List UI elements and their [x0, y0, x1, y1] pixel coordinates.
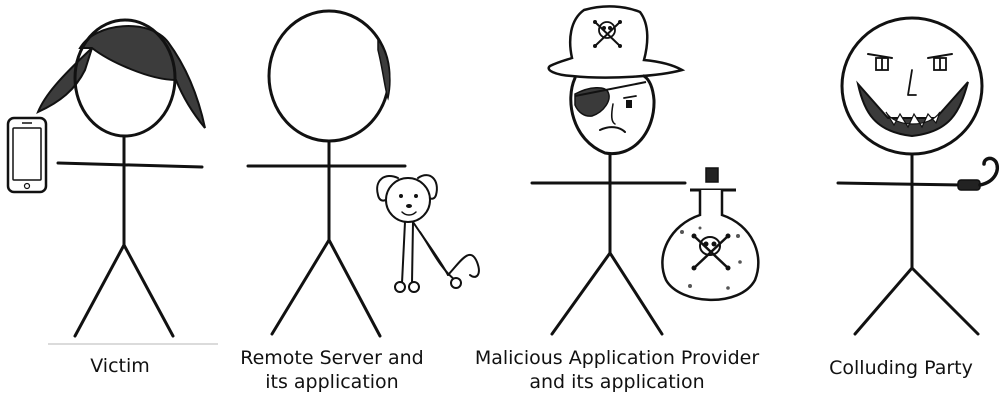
colluding-caption: Colluding Party — [829, 357, 973, 379]
provider-caption: Malicious Application Provider and its a… — [474, 347, 760, 393]
victim-caption: Victim — [90, 355, 150, 377]
server-right-leg — [327, 238, 382, 338]
poison-bottle-icon — [661, 167, 760, 302]
victim-left-leg — [73, 243, 126, 338]
server-left-leg — [270, 238, 331, 336]
eyepatch-icon — [574, 81, 647, 117]
bottle-skull-crossbones-icon — [691, 233, 731, 271]
provider-head — [569, 74, 656, 156]
skull-crossbones-icon — [593, 20, 622, 48]
dog-icon — [376, 174, 480, 293]
server-caption: Remote Server and its application — [240, 347, 424, 393]
provider-left-leg — [550, 251, 612, 336]
server-head — [267, 9, 391, 143]
victim-figure — [6, 18, 218, 345]
colluding-right-leg — [910, 266, 980, 336]
smartphone-icon — [6, 116, 48, 194]
colluding-arms — [836, 181, 964, 187]
server-figure — [246, 9, 480, 338]
victim-right-leg — [122, 243, 175, 338]
colluding-figure — [836, 16, 1000, 336]
provider-figure — [530, 5, 760, 336]
colluding-face — [856, 53, 969, 138]
hook-icon — [957, 156, 1000, 191]
pirate-hat-icon — [547, 5, 686, 79]
victim-hair — [36, 25, 206, 129]
colluding-left-leg — [853, 266, 914, 336]
provider-right-leg — [608, 251, 664, 336]
server-hair — [377, 37, 391, 101]
victim-arms — [56, 161, 204, 169]
